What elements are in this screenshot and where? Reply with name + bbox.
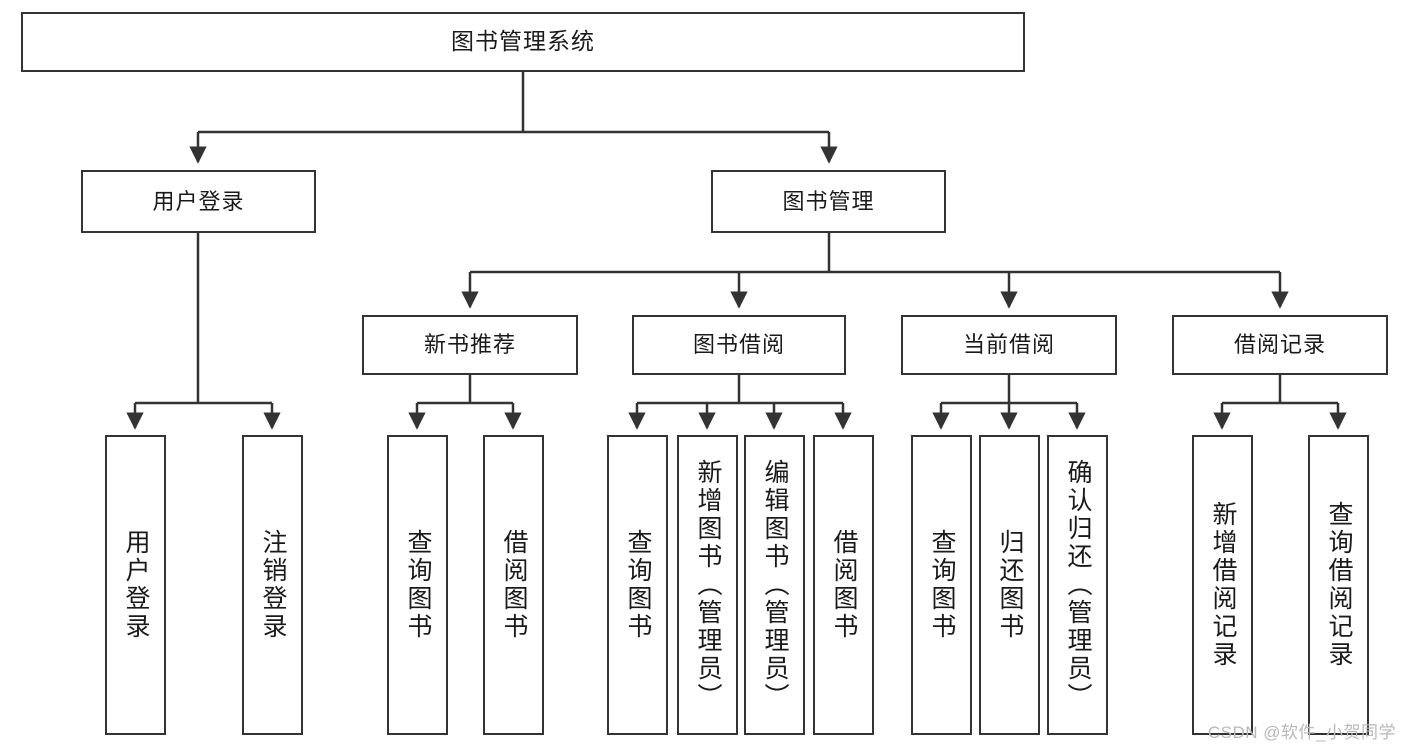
leaf-book-borrow-1-label: 新增图书（管理员） bbox=[694, 459, 722, 711]
leaf-book-borrow-3[interactable]: 借阅图书 bbox=[813, 435, 874, 735]
leaf-user-login-0-label: 用户登录 bbox=[122, 529, 150, 641]
leaf-new-book-0[interactable]: 查询图书 bbox=[387, 435, 448, 735]
node-borrow-record[interactable]: 借阅记录 bbox=[1172, 315, 1388, 375]
csdn-watermark: CSDN @软件_小贺同学 bbox=[1207, 723, 1396, 742]
leaf-user-login-0[interactable]: 用户登录 bbox=[105, 435, 166, 735]
leaf-new-book-1-label: 借阅图书 bbox=[500, 529, 528, 641]
node-current-borrow-label: 当前借阅 bbox=[962, 332, 1055, 358]
leaf-current-borrow-2-label: 确认归还（管理员） bbox=[1064, 459, 1092, 711]
leaf-borrow-record-0[interactable]: 新增借阅记录 bbox=[1192, 435, 1253, 735]
leaf-borrow-record-1[interactable]: 查询借阅记录 bbox=[1308, 435, 1369, 735]
leaf-current-borrow-0-label: 查询图书 bbox=[928, 529, 956, 641]
leaf-current-borrow-2[interactable]: 确认归还（管理员） bbox=[1047, 435, 1108, 735]
node-user-login-label: 用户登录 bbox=[152, 188, 245, 214]
leaf-user-login-1-label: 注销登录 bbox=[259, 529, 287, 641]
leaf-current-borrow-1-label: 归还图书 bbox=[996, 529, 1024, 641]
leaf-book-borrow-2-label: 编辑图书（管理员） bbox=[761, 459, 789, 711]
node-root-label: 图书管理系统 bbox=[451, 28, 595, 55]
node-current-borrow[interactable]: 当前借阅 bbox=[901, 315, 1117, 375]
node-user-login[interactable]: 用户登录 bbox=[81, 170, 316, 233]
leaf-current-borrow-0[interactable]: 查询图书 bbox=[911, 435, 972, 735]
leaf-book-borrow-3-label: 借阅图书 bbox=[830, 529, 858, 641]
node-book-manage-label: 图书管理 bbox=[782, 188, 875, 214]
node-new-book-label: 新书推荐 bbox=[423, 332, 516, 358]
leaf-current-borrow-1[interactable]: 归还图书 bbox=[979, 435, 1040, 735]
node-borrow-record-label: 借阅记录 bbox=[1233, 332, 1326, 358]
leaf-book-borrow-2[interactable]: 编辑图书（管理员） bbox=[744, 435, 805, 735]
node-book-borrow[interactable]: 图书借阅 bbox=[632, 315, 846, 375]
leaf-borrow-record-0-label: 新增借阅记录 bbox=[1209, 501, 1237, 669]
leaf-book-borrow-1[interactable]: 新增图书（管理员） bbox=[677, 435, 738, 735]
node-root[interactable]: 图书管理系统 bbox=[21, 12, 1025, 72]
node-book-manage[interactable]: 图书管理 bbox=[711, 170, 946, 233]
leaf-book-borrow-0-label: 查询图书 bbox=[624, 529, 652, 641]
leaf-borrow-record-1-label: 查询借阅记录 bbox=[1325, 501, 1353, 669]
leaf-new-book-0-label: 查询图书 bbox=[404, 529, 432, 641]
node-book-borrow-label: 图书借阅 bbox=[692, 332, 785, 358]
leaf-book-borrow-0[interactable]: 查询图书 bbox=[607, 435, 668, 735]
node-new-book[interactable]: 新书推荐 bbox=[362, 315, 578, 375]
leaf-user-login-1[interactable]: 注销登录 bbox=[242, 435, 303, 735]
leaf-new-book-1[interactable]: 借阅图书 bbox=[483, 435, 544, 735]
